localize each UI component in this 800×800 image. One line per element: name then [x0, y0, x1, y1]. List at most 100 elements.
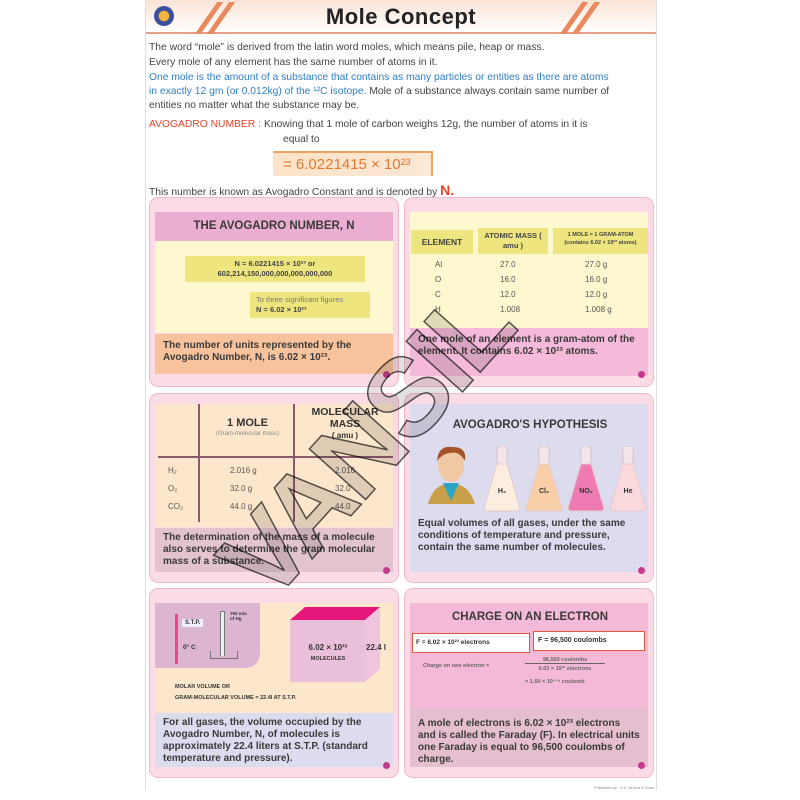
gram-atom-mass: 16.0 g — [585, 275, 608, 284]
atomic-mass: 16.0 — [500, 275, 516, 284]
info-icon[interactable] — [638, 762, 645, 769]
table-header: ELEMENT — [411, 230, 473, 254]
thermometer-icon — [175, 614, 178, 664]
poster: Mole Concept The word “mole” is derived … — [145, 0, 657, 790]
gram-molecular-mass: 32.0 g — [230, 484, 253, 493]
avogadro-text: Knowing that 1 mole of carbon weighs 12g… — [264, 119, 588, 130]
panel-body — [155, 241, 393, 333]
info-icon[interactable] — [383, 567, 390, 574]
panel-avogadro-number: THE AVOGADRO NUMBER, N N = 6.0221415 × 1… — [149, 197, 399, 387]
panel-title: CHARGE ON AN ELECTRON — [451, 611, 609, 623]
cube-label: MOLECULES — [310, 656, 346, 662]
stp-diagram — [155, 603, 260, 668]
logo-icon — [154, 6, 174, 26]
volume-cube — [290, 607, 380, 682]
equation-result: = 1.60 × 10⁻¹⁹ coulomb — [525, 679, 585, 685]
element-symbol: O — [435, 275, 442, 284]
avogadro-value: = 6.0221415 × 10²³ — [273, 151, 433, 176]
constant-line: This number is known as Avogadro Constan… — [149, 182, 454, 198]
faraday-coulombs-box: F = 96,500 coulombs — [533, 631, 645, 651]
panel-title: AVOGADRO'S HYPOTHESIS — [452, 419, 608, 431]
table-divider — [158, 456, 393, 458]
element-symbol: C — [435, 290, 441, 299]
molecular-mass: 44.0 — [335, 502, 351, 511]
gas-flask-icon: H₂ — [483, 445, 521, 512]
table-header: ATOMIC MASS ( amu ) — [478, 228, 548, 254]
faraday-electrons-box: F = 6.02 × 10²³ electrons — [412, 633, 530, 653]
molecule-formula: H₂ — [168, 466, 177, 475]
flask-label: H₂ — [497, 488, 507, 495]
molecule-formula: O₂ — [168, 484, 178, 493]
avogadro-text: equal to — [283, 134, 320, 145]
flask-label: Cl₂ — [538, 488, 550, 495]
temperature-label: 0° C — [183, 644, 196, 651]
panel-charge-electron: CHARGE ON AN ELECTRON F = 6.02 × 10²³ el… — [404, 588, 654, 778]
panel-footer: A mole of electrons is 6.02 × 10²³ elect… — [410, 708, 648, 767]
panel-title: THE AVOGADRO NUMBER, N — [155, 212, 393, 241]
definition-line: in exactly 12 gm (or 0.012kg) of the ¹²C… — [149, 86, 609, 97]
formula-line: 602,214,150,000,000,000,000,000 — [217, 269, 333, 278]
definition-blue: in exactly 12 gm (or 0.012kg) of the ¹²C… — [149, 86, 367, 97]
column-subheader: ( amu ) — [331, 431, 359, 440]
publisher-credit: Published by : S.K. Arvind & Sons — [593, 785, 654, 790]
panel-footer: One mole of an element is a gram-atom of… — [410, 328, 648, 376]
sig-label: To three significant figures — [256, 295, 344, 304]
equation-label: Charge on one electron = — [423, 663, 490, 669]
panel-body — [155, 404, 393, 527]
barometer-icon — [220, 611, 225, 656]
panel-body — [410, 603, 648, 708]
gram-atom-mass: 1.008 g — [585, 305, 612, 314]
constant-symbol: N. — [440, 182, 455, 198]
avogadro-label: AVOGADRO NUMBER : — [149, 119, 261, 130]
gas-flask-icon: Cl₂ — [525, 445, 563, 512]
equation-numerator: 96,500 coulombs — [525, 657, 605, 664]
constant-text: This number is known as Avogadro Constan… — [149, 187, 441, 198]
page-title: Mole Concept — [325, 4, 477, 29]
table-divider — [198, 404, 200, 522]
flask-label: NO₂ — [579, 488, 593, 495]
cube-volume: 22.4 l — [366, 643, 387, 652]
sig-value: N = 6.02 × 10²³ — [256, 305, 307, 314]
info-icon[interactable] — [383, 371, 390, 378]
element-symbol: H — [435, 305, 441, 314]
panel-molar-volume: S.T.P. 760 mm of Hg 0° C 6.02 × 10²³ MOL… — [149, 588, 399, 778]
column-header: MOLECULAR MASS — [311, 406, 379, 430]
atomic-mass: 1.008 — [500, 305, 521, 314]
definition-line: One mole is the amount of a substance th… — [149, 72, 609, 83]
table-header: 1 MOLE = 1 GRAM-ATOM (contains 6.02 × 10… — [553, 228, 648, 254]
gram-atom-mass: 27.0 g — [585, 260, 608, 269]
header: Mole Concept — [146, 0, 656, 34]
equation-denominator: 6.02 × 10²³ electrons — [538, 666, 592, 672]
molar-volume-text: MOLAR VOLUME OR — [175, 684, 230, 690]
molar-volume-text: GRAM-MOLECULAR VOLUME = 22.4l AT S.T.P. — [175, 695, 297, 701]
column-subheader: (Gram-molecular mass) — [215, 431, 279, 437]
info-icon[interactable] — [638, 567, 645, 574]
gas-flask-icon: He — [609, 445, 647, 512]
cube-count: 6.02 × 10²³ — [308, 643, 348, 652]
barometer-dish — [210, 651, 238, 659]
molecule-formula: CO₂ — [168, 502, 184, 511]
gas-flask-icon: NO₂ — [567, 445, 605, 512]
avogadro-portrait — [428, 446, 475, 504]
atomic-mass: 12.0 — [500, 290, 516, 299]
info-icon[interactable] — [383, 762, 390, 769]
gram-molecular-mass: 44.0 g — [230, 502, 253, 511]
panel-footer: For all gases, the volume occupied by th… — [155, 713, 393, 767]
panel-footer: The number of units represented by the A… — [155, 334, 393, 374]
gram-atom-mass: 12.0 g — [585, 290, 608, 299]
definition-rest: Mole of a substance always contain same … — [366, 86, 610, 97]
formula-line: N = 6.0221415 × 10²³ or — [234, 259, 316, 268]
element-symbol: Al — [435, 260, 443, 269]
molecular-mass: 2.016 — [335, 466, 356, 475]
gram-molecular-mass: 2.016 g — [230, 466, 257, 475]
intro-line: Every mole of any element has the same n… — [149, 57, 438, 68]
panel-footer: The determination of the mass of a molec… — [155, 528, 393, 572]
flask-label: He — [623, 488, 633, 495]
info-icon[interactable] — [638, 371, 645, 378]
pressure-label: 760 mm of Hg — [230, 611, 247, 621]
atomic-mass: 27.0 — [500, 260, 516, 269]
intro-line: The word “mole” is derived from the lati… — [149, 42, 545, 53]
